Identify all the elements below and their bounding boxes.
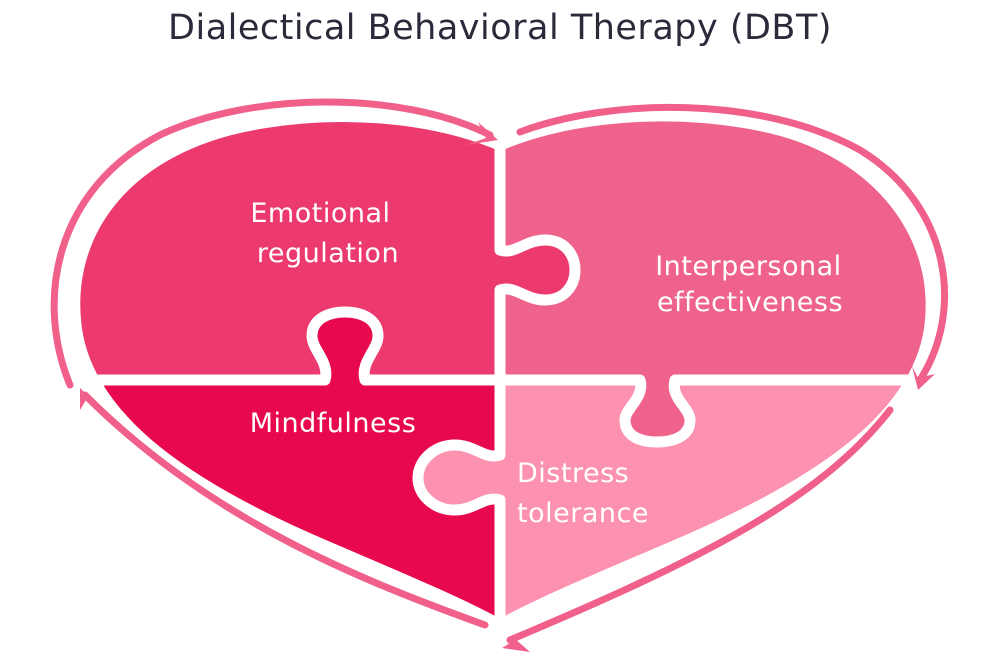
label-line: tolerance [517, 498, 649, 529]
label-line: Emotional [250, 198, 390, 229]
arrow-arc-top-left [50, 98, 494, 389]
puzzle-tab-emotional-regulation [500, 240, 575, 300]
label-interpersonal-effectiveness: Interpersonal effectiveness [655, 251, 851, 318]
arrowhead-right [912, 366, 935, 390]
arrowhead-top [466, 122, 498, 145]
heart-outline [74, 115, 932, 626]
piece-emotional-regulation [77, 118, 500, 380]
cycle-arrows [50, 98, 948, 644]
label-line: regulation [257, 238, 399, 269]
arrow-arc-bottom-right [506, 406, 894, 644]
label-line: Distress [517, 458, 629, 489]
arrowheads [80, 122, 935, 652]
label-emotional-regulation: Emotional regulation [250, 198, 399, 269]
label-mindfulness: Mindfulness [250, 408, 417, 439]
arrow-arc-bottom-left [81, 391, 489, 629]
label-distress-tolerance: Distress tolerance [517, 458, 649, 529]
arrowhead-bottom [502, 633, 530, 652]
label-line: effectiveness [657, 287, 843, 318]
arrowhead-left [80, 388, 100, 410]
arrow-arc-top-right [516, 103, 948, 384]
label-line: Interpersonal [655, 251, 841, 282]
label-line: Mindfulness [250, 408, 417, 439]
puzzle-cut-lines [77, 118, 929, 623]
diagram-title: Dialectical Behavioral Therapy (DBT) [168, 8, 832, 48]
puzzle-tab-distress-tolerance [418, 445, 500, 510]
